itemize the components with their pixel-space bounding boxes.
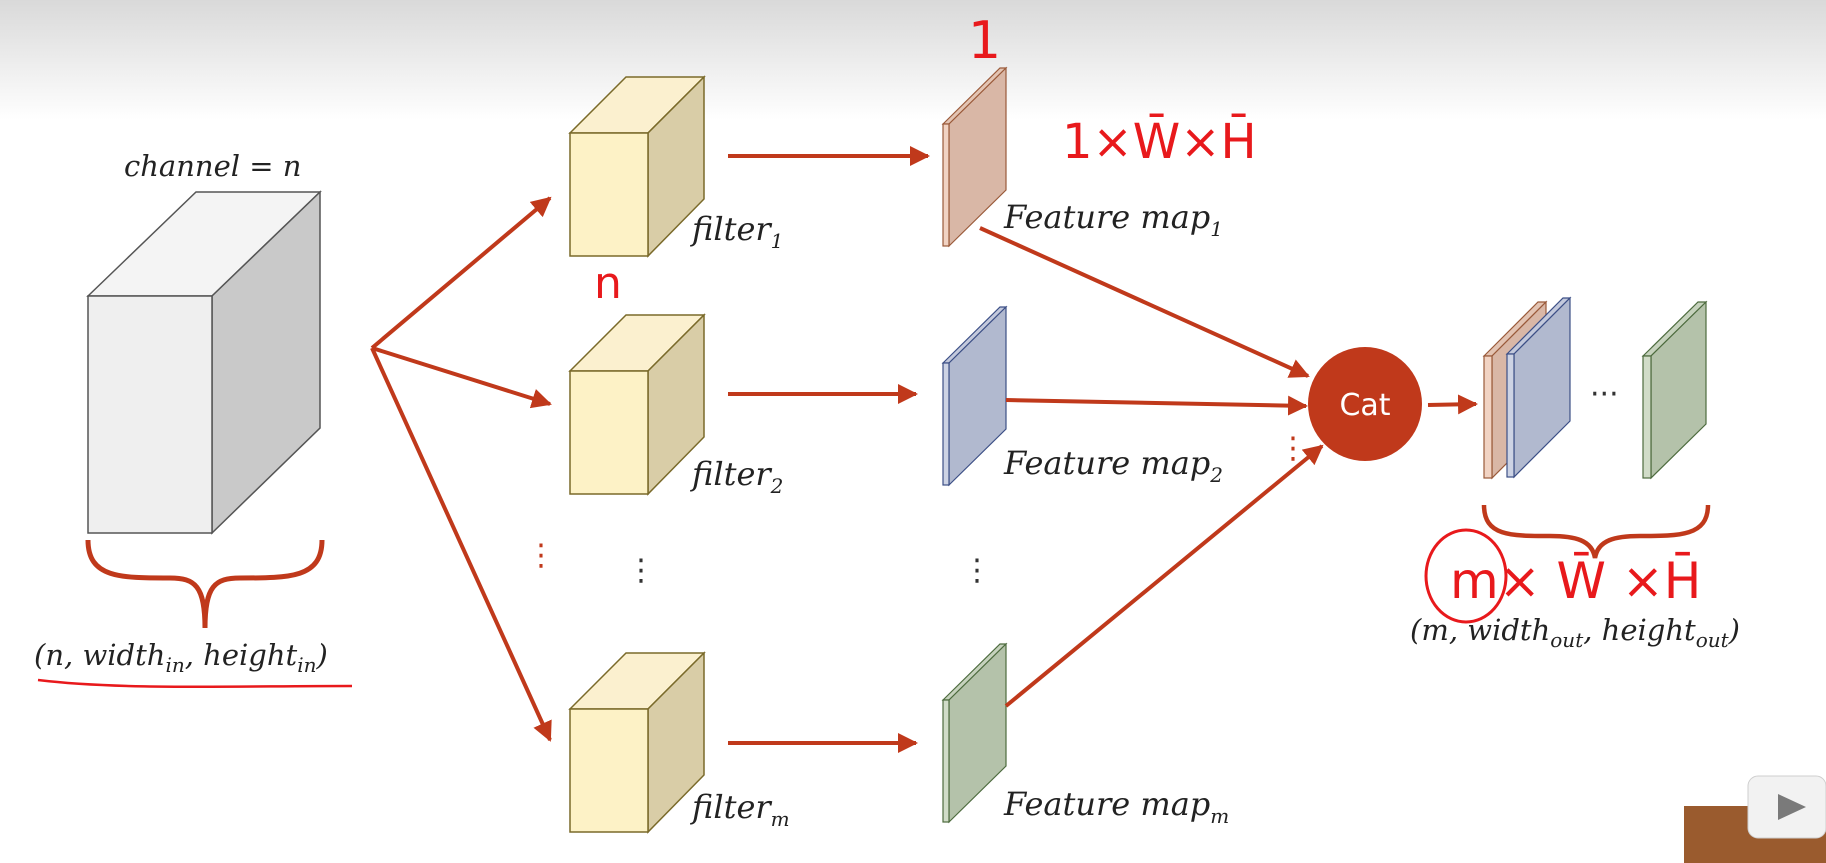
output-dims-label: (m, widthout, heightout) [1410,613,1740,652]
output-map-2 [1505,296,1572,479]
branch-arrow-2 [371,346,552,409]
annotation-mxwxh: m× W̄ ×H̄ [1450,551,1701,610]
filter-m-cube [568,651,706,834]
input-cube-front [87,295,213,534]
filter-arrows [728,146,930,753]
annotation-1xwxh: 1×W̄×H̄ [1062,113,1257,170]
input-cube [86,190,322,535]
vertical-dots-filters: ⋮ [626,553,656,588]
annotation-one: 1 [968,11,1001,71]
cat-node: Cat [1308,347,1422,461]
feature-map-1-label: Feature map1 [1003,198,1223,241]
output-arrow [1427,394,1478,415]
branch-arrows [370,196,552,742]
cat-circle [1308,347,1422,461]
annotation-m-circle [1424,528,1508,624]
concat-arrows [979,226,1324,708]
feature-map-2 [941,305,1008,487]
feature-map-1 [941,66,1008,248]
vertical-dots-branch: ⋮ [526,538,556,573]
filter-1-cube [568,75,706,258]
feature-map-m [941,642,1008,824]
filter-m-label: filterm [690,788,790,831]
video-thumbnail-overlay [1684,775,1826,863]
input-brace [85,539,325,629]
filter-1-label: filter1 [690,210,783,253]
channel-label: channel = n [124,149,301,183]
feature-map-2-label: Feature map2 [1003,444,1223,487]
top-gradient [0,0,1826,120]
output-map-m [1641,300,1708,480]
output-brace [1481,504,1711,559]
input-dims-label: (n, widthin, heightin) [34,638,328,677]
vertical-dots-fmaps: ⋮ [962,553,992,588]
concat-arrow-2 [1005,395,1308,416]
concat-arrow-1 [979,226,1310,378]
branch-arrow-1 [370,196,552,350]
feature-map-m-label: Feature mapm [1003,785,1229,828]
cat-label: Cat [1339,388,1390,423]
branch-arrow-m [370,347,552,742]
output-ellipsis: ··· [1590,377,1619,412]
input-dims-underline [37,678,353,689]
filter-2-label: filter2 [690,455,783,498]
play-icon[interactable] [1778,794,1806,820]
annotation-n: n [594,258,622,309]
filter-2-cube [568,313,706,496]
concat-arrow-m [1004,444,1324,708]
